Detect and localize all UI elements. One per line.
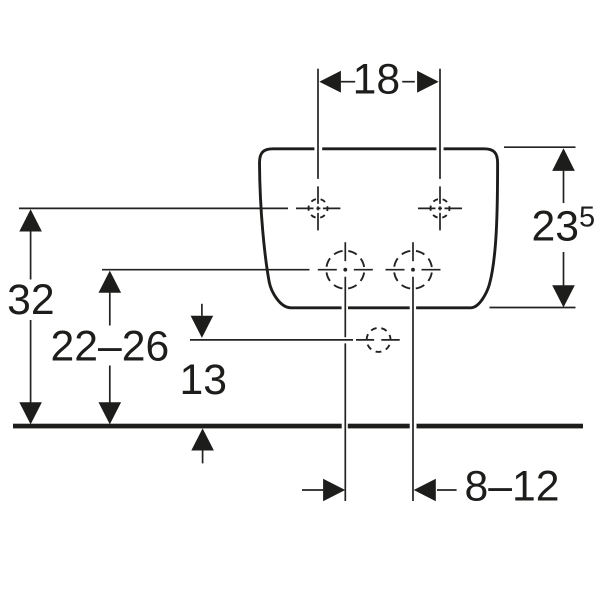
svg-text:8–12: 8–12: [465, 463, 560, 511]
svg-text:32: 32: [7, 276, 54, 324]
svg-text:18: 18: [353, 56, 400, 104]
svg-text:22–26: 22–26: [51, 323, 170, 371]
svg-text:13: 13: [180, 356, 227, 404]
